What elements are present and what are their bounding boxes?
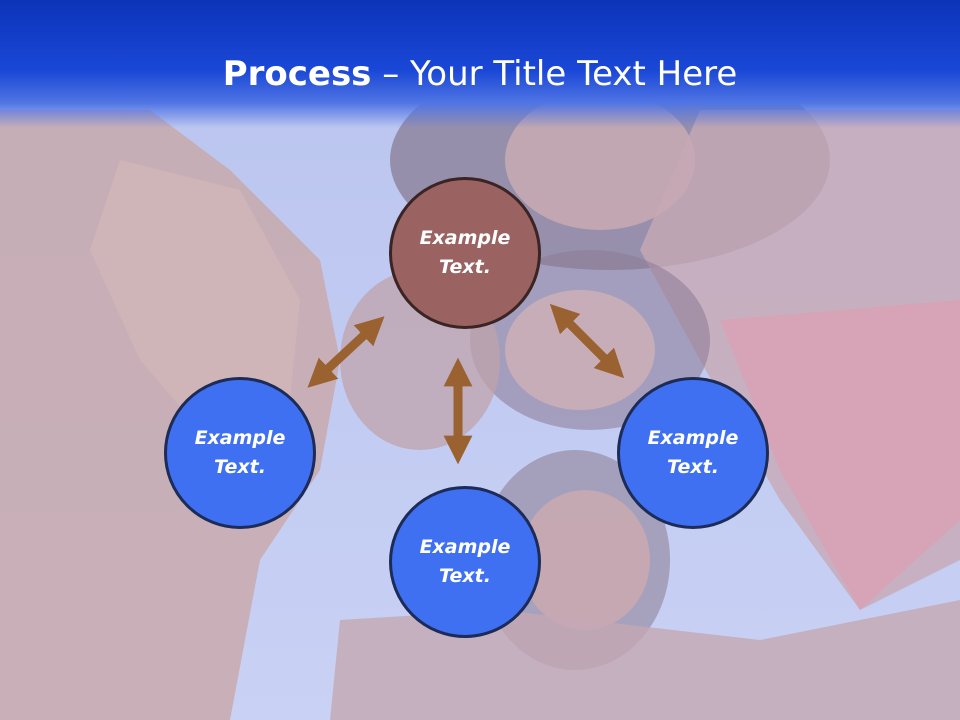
title-bold: Process: [222, 54, 372, 94]
process-node-left: Example Text.: [164, 377, 316, 529]
title-rest: – Your Title Text Here: [371, 54, 738, 94]
node-right-label: Example Text.: [647, 427, 739, 478]
arrow-right-diagonal: [549, 303, 625, 379]
title-band: [0, 0, 960, 128]
process-node-bottom: Example Text.: [389, 486, 541, 638]
process-node-right: Example Text.: [617, 377, 769, 529]
arrow-left-diagonal: [307, 316, 385, 388]
slide-title: Process – Your Title Text Here: [0, 52, 960, 96]
node-bottom-label: Example Text.: [419, 536, 511, 587]
node-left-label: Example Text.: [194, 427, 286, 478]
node-top-label: Example Text.: [419, 227, 511, 278]
process-node-top: Example Text.: [389, 177, 541, 329]
